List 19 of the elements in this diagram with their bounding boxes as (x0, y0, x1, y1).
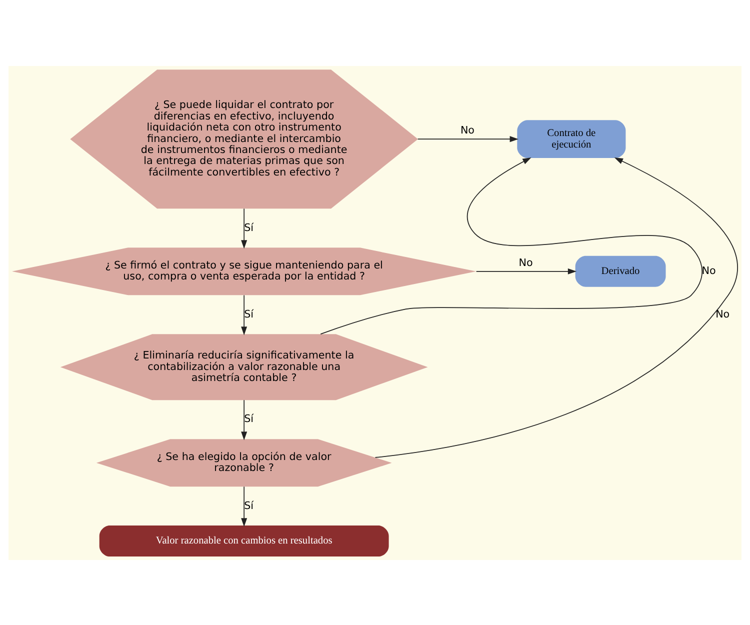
node-box: Contrato de ejecución (517, 120, 626, 158)
arrow (241, 294, 248, 335)
edge-label: Sí (244, 308, 254, 320)
arrow (476, 268, 577, 274)
edge-label: No (702, 264, 716, 277)
edge-label: No (518, 256, 533, 268)
arrow (241, 208, 248, 248)
arrow (241, 486, 248, 526)
arrow (417, 136, 518, 142)
node-box: Derivado (575, 255, 666, 286)
edge-label: Sí (244, 412, 254, 425)
node-box: Valor razonable con cambios en resultados (99, 525, 389, 556)
edge-label: Sí (244, 499, 254, 512)
arrow (241, 399, 248, 440)
edge-label: No (716, 308, 730, 320)
arrow (320, 157, 703, 334)
edge-label: Sí (244, 221, 254, 234)
edge-label: No (460, 124, 475, 136)
arrow (374, 157, 738, 458)
